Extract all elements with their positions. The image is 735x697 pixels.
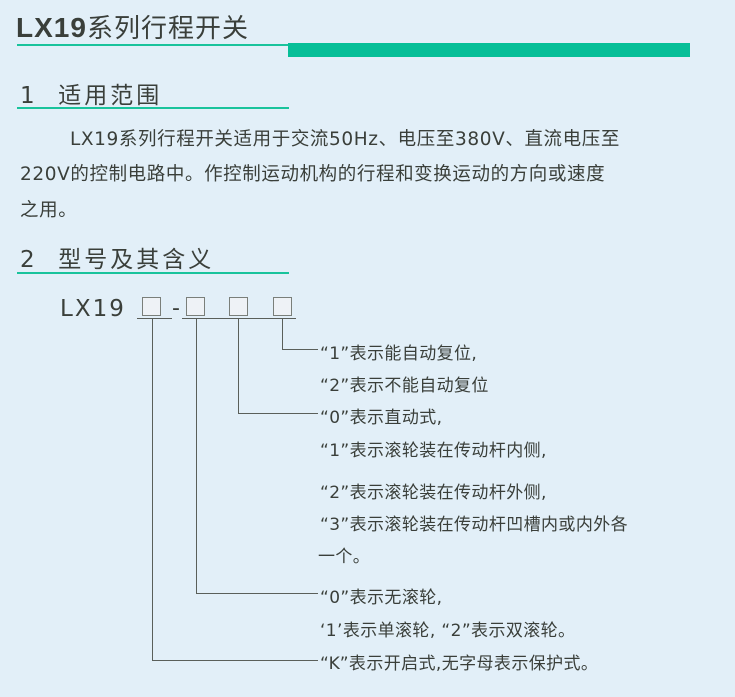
code-box-1 [142,297,161,316]
underline-2 [182,318,296,319]
section2-underline [17,272,289,274]
connector [282,349,318,350]
title-model: LX19 [16,12,87,43]
connector [282,318,283,350]
code-box-3 [229,297,248,316]
meaning-item: ‘1’表示单滚轮, “2”表示双滚轮。 [320,621,576,641]
connector [238,318,239,414]
connector [152,660,318,661]
code-box-4 [273,297,292,316]
connector [238,413,318,414]
meaning-item: “3”表示滚轮装在传动杆凹槽内或内外各 [320,515,629,535]
title-underline [17,44,289,46]
meaning-item: 一个。 [318,547,371,567]
connector [152,318,153,661]
meaning-item: “0”表示直动式, [320,408,443,428]
paragraph-line: 220V的控制电路中。作控制运动机构的行程和变换运动的方向或速度 [20,164,606,185]
section2-heading: 2 型号及其含义 [20,247,215,273]
title-bar [288,43,690,57]
meaning-item: “1”表示能自动复位, [320,344,478,364]
meaning-item: “1”表示滚轮装在传动杆内侧, [320,441,547,461]
meaning-item: “0”表示无滚轮, [320,588,443,608]
model-code: LX19 [60,296,126,322]
meaning-item: “2”表示不能自动复位 [320,376,489,396]
code-box-2 [186,297,205,316]
section1-underline [17,107,289,109]
page-title: LX19系列行程开关 [16,8,249,45]
paragraph-line: 之用。 [20,200,78,221]
connector [196,593,318,594]
connector [196,318,197,594]
paragraph-line: LX19系列行程开关适用于交流50Hz、电压至380V、直流电压至 [70,129,620,150]
underline-1 [137,318,172,319]
title-text: 系列行程开关 [86,14,249,44]
section1-heading: 1 适用范围 [20,83,163,109]
meaning-item: “2”表示滚轮装在传动杆外侧, [320,483,547,503]
meaning-item: “K”表示开启式,无字母表示保护式。 [320,654,599,674]
code-dash: - [172,296,180,321]
